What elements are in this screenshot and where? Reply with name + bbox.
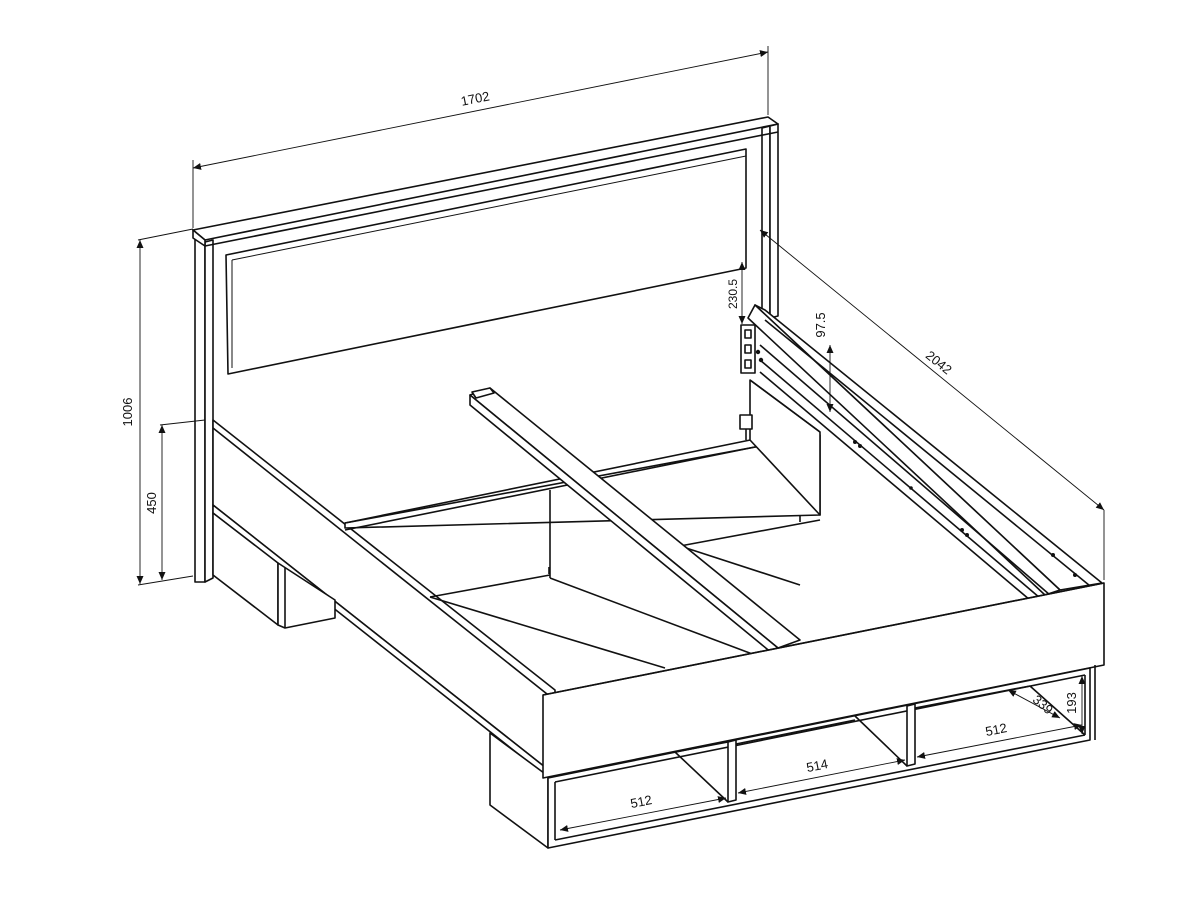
center-beam — [469, 387, 801, 659]
drawer-front-left-label: 512 — [629, 792, 653, 811]
dimension-drawer-front-middle: 514 — [737, 756, 906, 795]
dimension-drawer-right-side: 512 — [916, 720, 1083, 759]
dimension-drawer-front-left: 512 — [559, 792, 727, 832]
dimension-total-height: 1006 — [120, 228, 194, 586]
drawer-height-label: 193 — [1064, 692, 1079, 714]
drawer-front-middle-label: 514 — [805, 756, 829, 775]
bracket-offset-label: 230.5 — [726, 279, 740, 309]
foot-end — [542, 582, 1105, 849]
dimension-rail-height: 97.5 — [813, 312, 834, 412]
dimension-drawer-height: 193 — [1064, 676, 1086, 734]
drawer-right-side-label: 512 — [984, 720, 1008, 739]
length-label: 2042 — [923, 348, 955, 378]
dimension-frame-height: 450 — [144, 419, 206, 580]
dimension-bracket-offset: 230.5 — [726, 262, 746, 324]
total-height-label: 1006 — [120, 398, 135, 427]
mounting-bracket — [739, 324, 756, 440]
dimension-width: 1702 — [192, 46, 769, 228]
left-side-rail — [212, 419, 556, 849]
width-label: 1702 — [459, 88, 490, 108]
rail-height-label: 97.5 — [813, 312, 828, 337]
dimension-length: 2042 — [759, 229, 1105, 580]
frame-height-label: 450 — [144, 492, 159, 514]
